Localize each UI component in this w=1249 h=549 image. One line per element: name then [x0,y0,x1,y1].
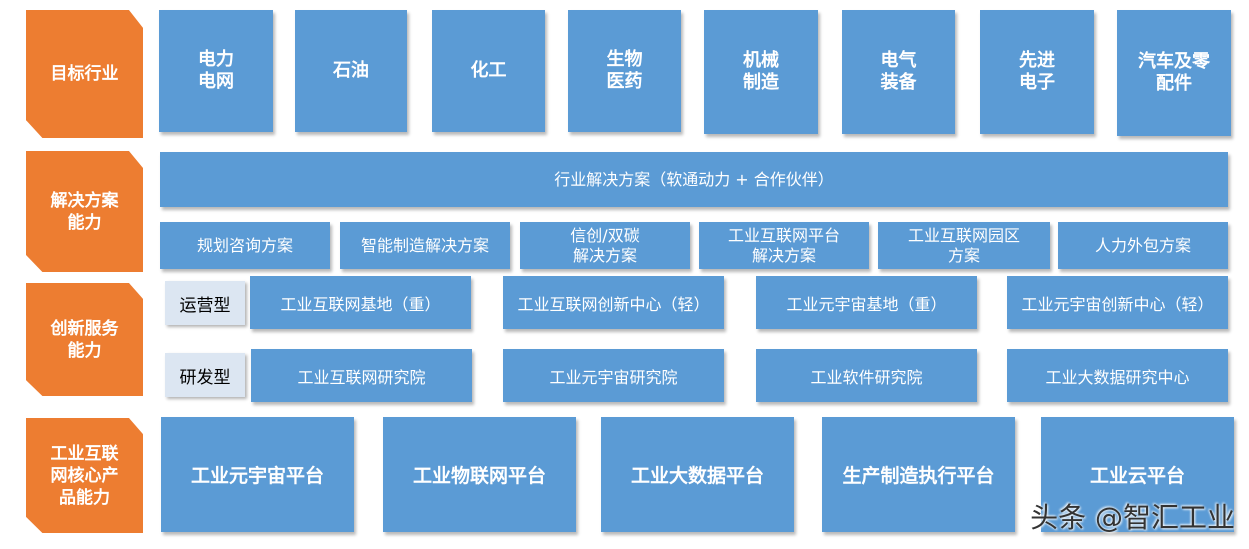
platform-bigdata: 工业大数据平台 [601,417,794,532]
solution-planning-consulting: 规划咨询方案 [160,222,330,269]
rnd-bigdata-center: 工业大数据研究中心 [1007,349,1228,402]
platform-metaverse: 工业元宇宙平台 [161,417,354,532]
category-target-industry: 目标行业 [26,10,143,138]
operation-metaverse-base: 工业元宇宙基地（重） [756,276,977,329]
category-core-product: 工业互联 网核心产 品能力 [26,418,143,533]
industry-machinery: 机械 制造 [704,10,818,134]
operation-iiot-innovation-center: 工业互联网创新中心（轻） [503,276,724,329]
industry-biomedicine: 生物 医药 [568,10,681,132]
rnd-software-institute: 工业软件研究院 [756,349,977,402]
watermark: 头条 @智汇工业 [1030,501,1235,534]
platform-iot: 工业物联网平台 [383,417,576,532]
operation-metaverse-innovation-center: 工业元宇宙创新中心（轻） [1007,276,1228,329]
category-innovation-service: 创新服务 能力 [26,283,143,396]
industry-advanced-electronics: 先进 电子 [980,10,1094,134]
rnd-iiot-institute: 工业互联网研究院 [251,349,472,402]
solution-banner: 行业解决方案（软通动力 + 合作伙伴） [160,152,1228,207]
platform-mes: 生产制造执行平台 [822,417,1015,532]
industry-chemical: 化工 [432,10,545,132]
solution-iiot-platform: 工业互联网平台 解决方案 [699,222,869,269]
solution-iiot-park: 工业互联网园区 方案 [878,222,1050,269]
solution-smart-manufacturing: 智能制造解决方案 [340,222,510,269]
industry-auto-parts: 汽车及零 配件 [1117,10,1231,136]
service-type-rnd: 研发型 [165,353,245,397]
solution-hr-outsourcing: 人力外包方案 [1058,222,1228,269]
platform-cloud: 工业云平台 [1041,417,1234,532]
category-solution-capability: 解决方案 能力 [26,151,143,272]
operation-iiot-base: 工业互联网基地（重） [250,276,471,329]
industry-electrical-equipment: 电气 装备 [842,10,955,134]
industry-power-grid: 电力 电网 [159,10,273,132]
rnd-metaverse-institute: 工业元宇宙研究院 [503,349,724,402]
solution-xinchuang-dual-carbon: 信创/双碳 解决方案 [520,222,690,269]
industry-petroleum: 石油 [295,10,407,132]
service-type-operation: 运营型 [165,281,245,325]
